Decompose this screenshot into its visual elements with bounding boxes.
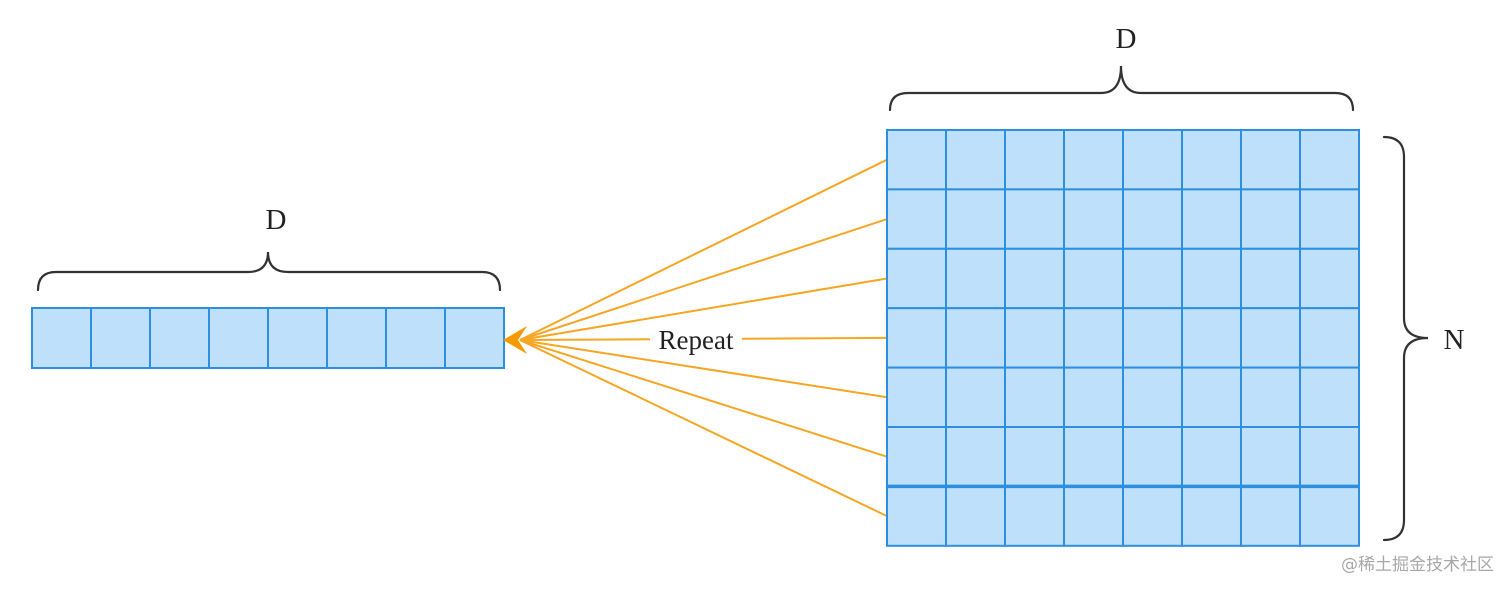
matrix-cell <box>1181 426 1242 488</box>
vector-cell <box>444 307 505 369</box>
matrix-cell <box>1181 247 1242 310</box>
matrix-cell <box>945 129 1006 191</box>
matrix-cell <box>1299 129 1360 191</box>
matrix-cell <box>945 247 1006 310</box>
matrix-cell <box>1063 188 1124 250</box>
matrix-width-brace <box>888 65 1355 112</box>
repeat-ray <box>519 277 888 341</box>
matrix-cell <box>886 307 947 369</box>
matrix-cell <box>1004 426 1065 488</box>
matrix-cell <box>1181 188 1242 250</box>
matrix-cell <box>886 366 947 429</box>
vector-row <box>31 307 505 369</box>
matrix-cell <box>1063 129 1124 191</box>
matrix-cell <box>1299 247 1360 310</box>
matrix-cell <box>1122 247 1183 310</box>
vector-cell <box>90 307 151 369</box>
matrix-cell <box>945 366 1006 429</box>
matrix-cell <box>1240 366 1301 429</box>
matrix-cell <box>1122 426 1183 488</box>
matrix-cell <box>1004 247 1065 310</box>
matrix-cell <box>1122 129 1183 191</box>
matrix-cell <box>1063 426 1124 488</box>
vector-cell <box>385 307 446 369</box>
vector-width-label: D <box>266 204 287 236</box>
matrix-cell <box>1004 188 1065 250</box>
watermark: @稀土掘金技术社区 <box>1341 555 1494 575</box>
matrix-height-brace <box>1382 135 1429 542</box>
matrix-cell <box>1122 188 1183 250</box>
vector-cell <box>149 307 210 369</box>
repeat-ray <box>519 218 888 341</box>
matrix-cell <box>1004 485 1065 547</box>
repeat-label: Repeat <box>659 325 734 355</box>
matrix-cell <box>945 426 1006 488</box>
repeat-label-bg <box>650 322 742 356</box>
vector-cell <box>208 307 269 369</box>
matrix-cell <box>886 426 947 488</box>
vector-cell <box>267 307 328 369</box>
matrix-cell <box>1240 485 1301 547</box>
matrix-cell <box>1299 426 1360 488</box>
matrix-cell <box>1299 485 1360 547</box>
arrowhead <box>503 326 527 354</box>
repeat-ray <box>519 339 888 458</box>
matrix-cell <box>945 485 1006 547</box>
matrix-cell <box>1181 485 1242 547</box>
matrix-height-label: N <box>1444 324 1465 356</box>
matrix-cell <box>1299 188 1360 250</box>
matrix-cell <box>1240 129 1301 191</box>
matrix-cell <box>1299 307 1360 369</box>
matrix-cell <box>1240 188 1301 250</box>
matrix-cell <box>1181 129 1242 191</box>
matrix-cell <box>1004 307 1065 369</box>
matrix-cell <box>886 188 947 250</box>
matrix-width-label: D <box>1116 23 1137 55</box>
matrix-cell <box>1063 485 1124 547</box>
matrix-cell <box>1240 426 1301 488</box>
repeat-ray <box>519 339 888 518</box>
matrix-cell <box>1240 247 1301 310</box>
repeat-ray <box>519 339 888 399</box>
matrix-cell <box>1299 366 1360 429</box>
matrix-cell <box>1063 247 1124 310</box>
matrix-cell <box>1004 366 1065 429</box>
matrix-cell <box>945 307 1006 369</box>
matrix-cell <box>945 188 1006 250</box>
matrix-cell <box>1181 307 1242 369</box>
matrix-cell <box>1004 129 1065 191</box>
matrix-cell <box>1122 366 1183 429</box>
matrix-cell <box>886 247 947 310</box>
matrix-cell <box>1063 366 1124 429</box>
vector-cell <box>31 307 92 369</box>
vector-width-brace <box>36 251 502 292</box>
matrix-cell <box>1063 307 1124 369</box>
matrix-cell <box>1181 366 1242 429</box>
matrix-grid <box>886 129 1360 547</box>
matrix-cell <box>1122 485 1183 547</box>
repeat-arrows <box>519 158 888 518</box>
repeat-ray <box>519 158 888 341</box>
matrix-cell <box>886 485 947 547</box>
matrix-cell <box>1240 307 1301 369</box>
vector-cell <box>326 307 387 369</box>
matrix-cell <box>886 129 947 191</box>
matrix-cell <box>1122 307 1183 369</box>
